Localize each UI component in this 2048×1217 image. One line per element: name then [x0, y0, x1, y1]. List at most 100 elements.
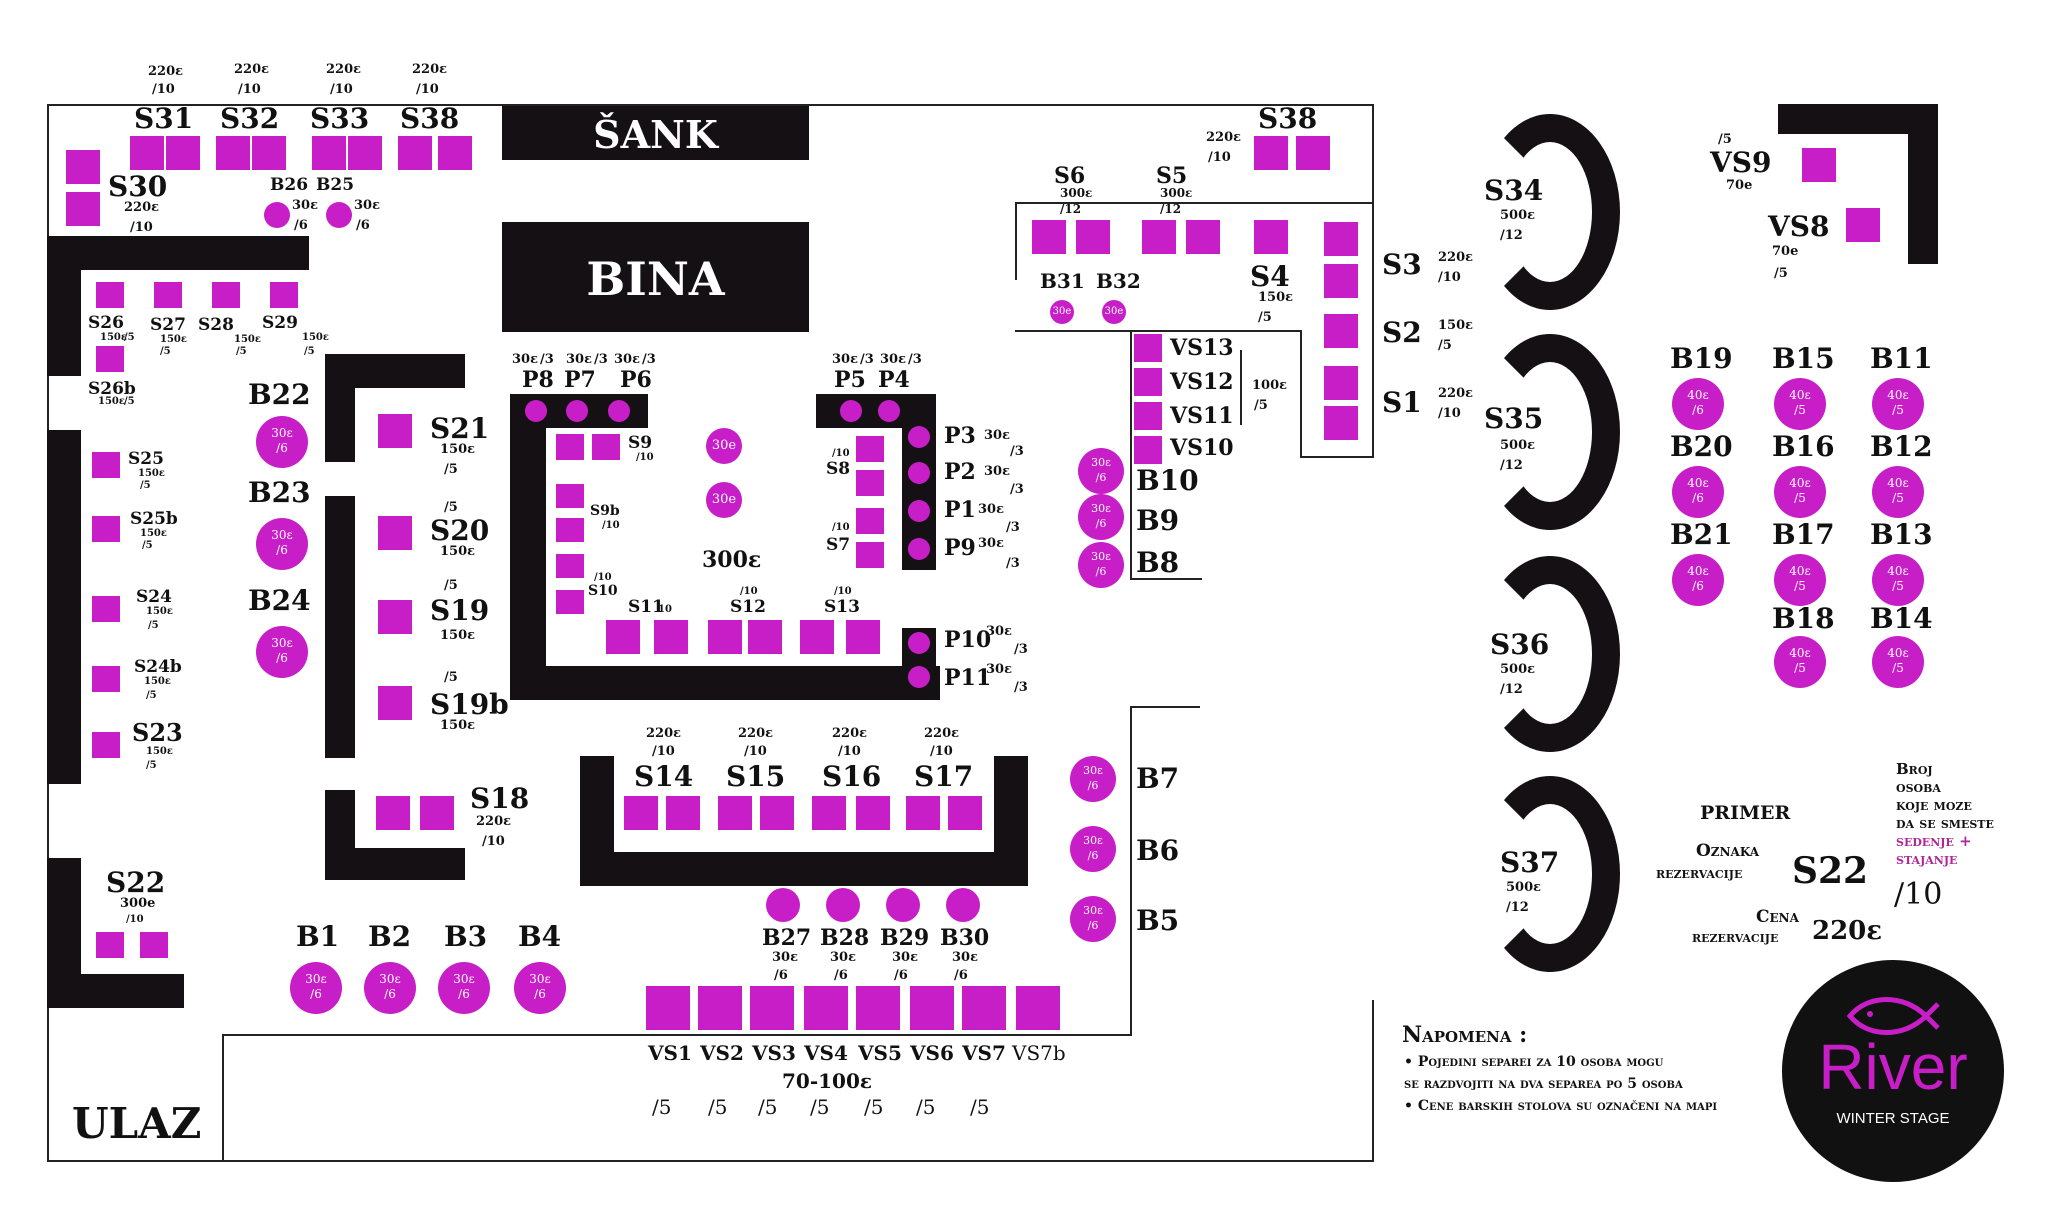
table-b5[interactable]: 30ε/6: [1070, 896, 1116, 942]
table-b11[interactable]: 40ε/5: [1872, 378, 1924, 430]
table-p4[interactable]: [878, 400, 900, 422]
table-vs13[interactable]: [1134, 334, 1162, 362]
table-s27[interactable]: [154, 282, 182, 308]
table-s9b-a[interactable]: [556, 484, 584, 508]
table-b22[interactable]: 30ε/6: [256, 416, 308, 468]
table-s28[interactable]: [212, 282, 240, 308]
table-vs7[interactable]: [962, 986, 1006, 1030]
table-b7[interactable]: 30ε/6: [1070, 756, 1116, 802]
table-s15-b[interactable]: [760, 796, 794, 830]
table-b28[interactable]: [826, 888, 860, 922]
table-p2[interactable]: [908, 462, 930, 484]
table-b24[interactable]: 30ε/6: [256, 626, 308, 678]
table-b2[interactable]: 30ε/6: [364, 962, 416, 1014]
table-b15[interactable]: 40ε/5: [1774, 378, 1826, 430]
table-s33-a[interactable]: [312, 136, 346, 170]
table-b8[interactable]: 30ε/6: [1078, 542, 1124, 588]
table-b21[interactable]: 40ε/6: [1672, 554, 1724, 606]
table-s6-b[interactable]: [1076, 220, 1110, 254]
table-p7[interactable]: [566, 400, 588, 422]
table-b32[interactable]: 30e: [1102, 300, 1126, 324]
table-s13-b[interactable]: [846, 620, 880, 654]
table-s33-b[interactable]: [348, 136, 382, 170]
table-vs2[interactable]: [698, 986, 742, 1030]
table-b10[interactable]: 30ε/6: [1078, 448, 1124, 494]
table-s31-a[interactable]: [130, 136, 164, 170]
table-b23[interactable]: 30ε/6: [256, 518, 308, 570]
table-s6-a[interactable]: [1032, 220, 1066, 254]
table-s20[interactable]: [378, 516, 412, 550]
table-s9b-b[interactable]: [556, 518, 584, 542]
table-vs10[interactable]: [1134, 436, 1162, 464]
table-s16-b[interactable]: [856, 796, 890, 830]
table-b17[interactable]: 40ε/5: [1774, 554, 1826, 606]
table-s16-a[interactable]: [812, 796, 846, 830]
table-s24b[interactable]: [92, 666, 120, 692]
table-s7-a[interactable]: [856, 508, 884, 534]
table-s22-b[interactable]: [140, 932, 168, 958]
table-s14-b[interactable]: [666, 796, 700, 830]
table-s8-a[interactable]: [856, 436, 884, 462]
table-s22-a[interactable]: [96, 932, 124, 958]
table-s7-b[interactable]: [856, 542, 884, 568]
table-s30-b[interactable]: [66, 192, 100, 226]
table-b31[interactable]: 30e: [1050, 300, 1074, 324]
table-s18-b[interactable]: [420, 796, 454, 830]
table-b3[interactable]: 30ε/6: [438, 962, 490, 1014]
table-s14-a[interactable]: [624, 796, 658, 830]
table-vs8[interactable]: [1846, 208, 1880, 242]
table-vs11[interactable]: [1134, 402, 1162, 430]
table-center-b[interactable]: 30e: [706, 482, 742, 518]
table-b29[interactable]: [886, 888, 920, 922]
table-s10-a[interactable]: [556, 554, 584, 578]
table-s17-b[interactable]: [948, 796, 982, 830]
table-s24[interactable]: [92, 596, 120, 622]
table-b19[interactable]: 40ε/6: [1672, 378, 1724, 430]
table-s13-a[interactable]: [800, 620, 834, 654]
table-s11-a[interactable]: [606, 620, 640, 654]
table-p3[interactable]: [908, 426, 930, 448]
table-s5-b[interactable]: [1186, 220, 1220, 254]
table-s17-a[interactable]: [906, 796, 940, 830]
table-b30[interactable]: [946, 888, 980, 922]
table-s12-b[interactable]: [748, 620, 782, 654]
table-s38b-b[interactable]: [1296, 136, 1330, 170]
table-s3-b[interactable]: [1324, 264, 1358, 298]
table-b1[interactable]: 30ε/6: [290, 962, 342, 1014]
table-s38b-a[interactable]: [1254, 136, 1288, 170]
table-s15-a[interactable]: [718, 796, 752, 830]
table-s25[interactable]: [92, 452, 120, 478]
table-s1-a[interactable]: [1324, 366, 1358, 400]
table-b9[interactable]: 30ε/6: [1078, 494, 1124, 540]
table-b27[interactable]: [766, 888, 800, 922]
table-s18-a[interactable]: [376, 796, 410, 830]
table-b16[interactable]: 40ε/5: [1774, 466, 1826, 518]
table-vs7b[interactable]: [1016, 986, 1060, 1030]
table-s12-a[interactable]: [708, 620, 742, 654]
table-vs9[interactable]: [1802, 148, 1836, 182]
table-s1-b[interactable]: [1324, 406, 1358, 440]
table-s5-a[interactable]: [1142, 220, 1176, 254]
table-s31-b[interactable]: [166, 136, 200, 170]
table-s10-b[interactable]: [556, 590, 584, 614]
table-s29[interactable]: [270, 282, 298, 308]
table-s32-b[interactable]: [252, 136, 286, 170]
table-p6[interactable]: [608, 400, 630, 422]
table-b6[interactable]: 30ε/6: [1070, 826, 1116, 872]
table-s30-a[interactable]: [66, 150, 100, 184]
table-vs6[interactable]: [910, 986, 954, 1030]
table-b14[interactable]: 40ε/5: [1872, 636, 1924, 688]
table-s9-b[interactable]: [592, 434, 620, 460]
table-s32-a[interactable]: [216, 136, 250, 170]
table-s19b[interactable]: [378, 686, 412, 720]
table-vs12[interactable]: [1134, 368, 1162, 396]
table-s38a-b[interactable]: [438, 136, 472, 170]
table-p9[interactable]: [908, 538, 930, 560]
table-b4[interactable]: 30ε/6: [514, 962, 566, 1014]
table-s21[interactable]: [378, 414, 412, 448]
table-s4[interactable]: [1254, 220, 1288, 254]
table-b12[interactable]: 40ε/5: [1872, 466, 1924, 518]
table-vs4[interactable]: [804, 986, 848, 1030]
table-center-a[interactable]: 30e: [706, 428, 742, 464]
table-b25[interactable]: [326, 202, 352, 228]
